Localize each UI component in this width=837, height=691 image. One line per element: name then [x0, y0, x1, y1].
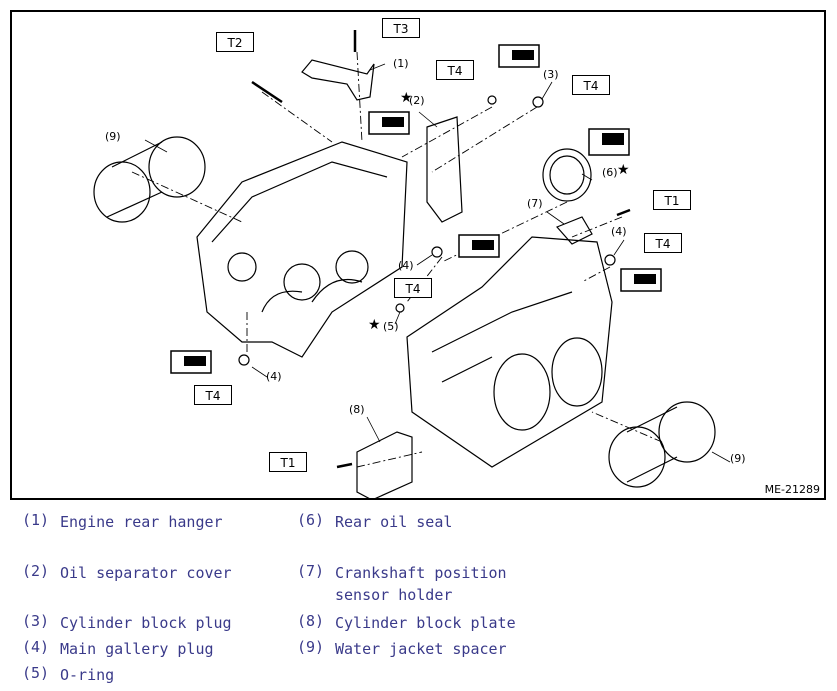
torque-label-t4: T4 — [572, 75, 610, 95]
torque-label-t1: T1 — [269, 452, 307, 472]
torque-label-t4: T4 — [194, 385, 232, 405]
callout-6: (6) — [602, 166, 618, 179]
torque-label-t4: T4 — [436, 60, 474, 80]
callout-4: (4) — [398, 259, 414, 272]
figure-code: ME-21289 — [764, 483, 820, 496]
exploded-diagram: T2 T3 T4 T4 T1 T4 T4 T4 T1 (1) (2) (3) (… — [10, 10, 826, 500]
torque-label-t4: T4 — [394, 278, 432, 298]
callout-5: (5) — [383, 320, 399, 333]
torque-label-t1: T1 — [653, 190, 691, 210]
callout-8: (8) — [349, 403, 365, 416]
callout-4: (4) — [266, 370, 282, 383]
torque-label-t2: T2 — [216, 32, 254, 52]
grease-icon — [170, 44, 662, 374]
torque-label-t4: T4 — [644, 233, 682, 253]
callout-7: (7) — [527, 197, 543, 210]
callout-3: (3) — [543, 68, 559, 81]
callout-9: (9) — [730, 452, 746, 465]
callout-1: (1) — [393, 57, 409, 70]
star-icon: ★ — [400, 90, 413, 106]
callout-2: (2) — [409, 94, 425, 107]
callout-9: (9) — [105, 130, 121, 143]
callout-4: (4) — [611, 225, 627, 238]
star-icon: ★ — [368, 317, 381, 333]
star-icon: ★ — [617, 162, 630, 178]
engine-block-illustration — [93, 30, 731, 498]
torque-label-t3: T3 — [382, 18, 420, 38]
